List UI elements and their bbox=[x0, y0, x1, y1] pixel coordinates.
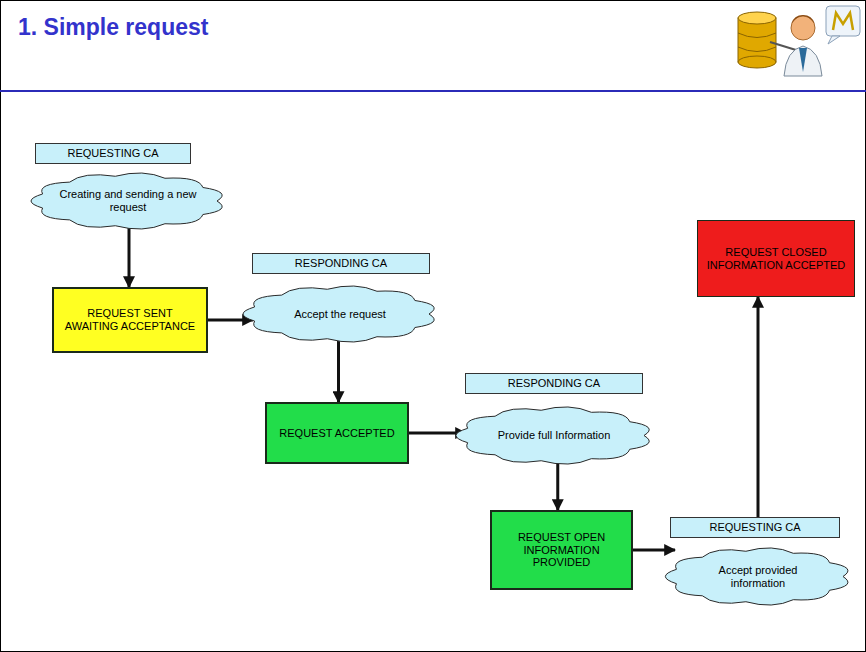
role-label: REQUESTING CA bbox=[670, 517, 840, 538]
flow-arrow bbox=[633, 549, 675, 552]
role-label: RESPONDING CA bbox=[252, 253, 430, 274]
header-rule bbox=[0, 90, 866, 92]
action-cloud: Creating and sending a new request bbox=[33, 170, 223, 232]
status-box: REQUEST SENT AWAITING ACCEPTANCE bbox=[52, 287, 208, 353]
flow-arrow bbox=[556, 463, 559, 510]
node-text: RESPONDING CA bbox=[295, 257, 387, 270]
node-text: REQUEST SENT AWAITING ACCEPTANCE bbox=[60, 307, 200, 332]
node-text: REQUESTING CA bbox=[709, 521, 800, 534]
node-text: Accept provided information bbox=[693, 564, 823, 589]
final-status-box: REQUEST CLOSED INFORMATION ACCEPTED bbox=[697, 220, 855, 297]
node-text: RESPONDING CA bbox=[508, 377, 600, 390]
node-text: REQUEST ACCEPTED bbox=[279, 427, 394, 440]
status-box: REQUEST ACCEPTED bbox=[265, 402, 409, 464]
node-text: REQUEST CLOSED INFORMATION ACCEPTED bbox=[704, 246, 848, 271]
flow-arrow bbox=[128, 228, 131, 287]
node-text: Accept the request bbox=[294, 308, 386, 321]
presenter-icon bbox=[738, 6, 860, 76]
node-text: Creating and sending a new request bbox=[59, 188, 197, 213]
slide-title: 1. Simple request bbox=[18, 14, 208, 41]
node-text: Provide full Information bbox=[498, 429, 611, 442]
node-text: REQUEST OPEN INFORMATION PROVIDED bbox=[498, 531, 625, 569]
status-box: REQUEST OPEN INFORMATION PROVIDED bbox=[490, 510, 633, 590]
flow-arrow bbox=[337, 341, 340, 402]
action-cloud: Accept provided information bbox=[667, 545, 849, 608]
flow-arrow bbox=[757, 297, 760, 517]
action-cloud: Accept the request bbox=[245, 283, 435, 345]
role-label: REQUESTING CA bbox=[35, 143, 191, 164]
flow-arrow bbox=[208, 319, 253, 322]
node-text: REQUESTING CA bbox=[67, 147, 158, 160]
action-cloud: Provide full Information bbox=[458, 404, 650, 467]
role-label: RESPONDING CA bbox=[465, 373, 643, 394]
